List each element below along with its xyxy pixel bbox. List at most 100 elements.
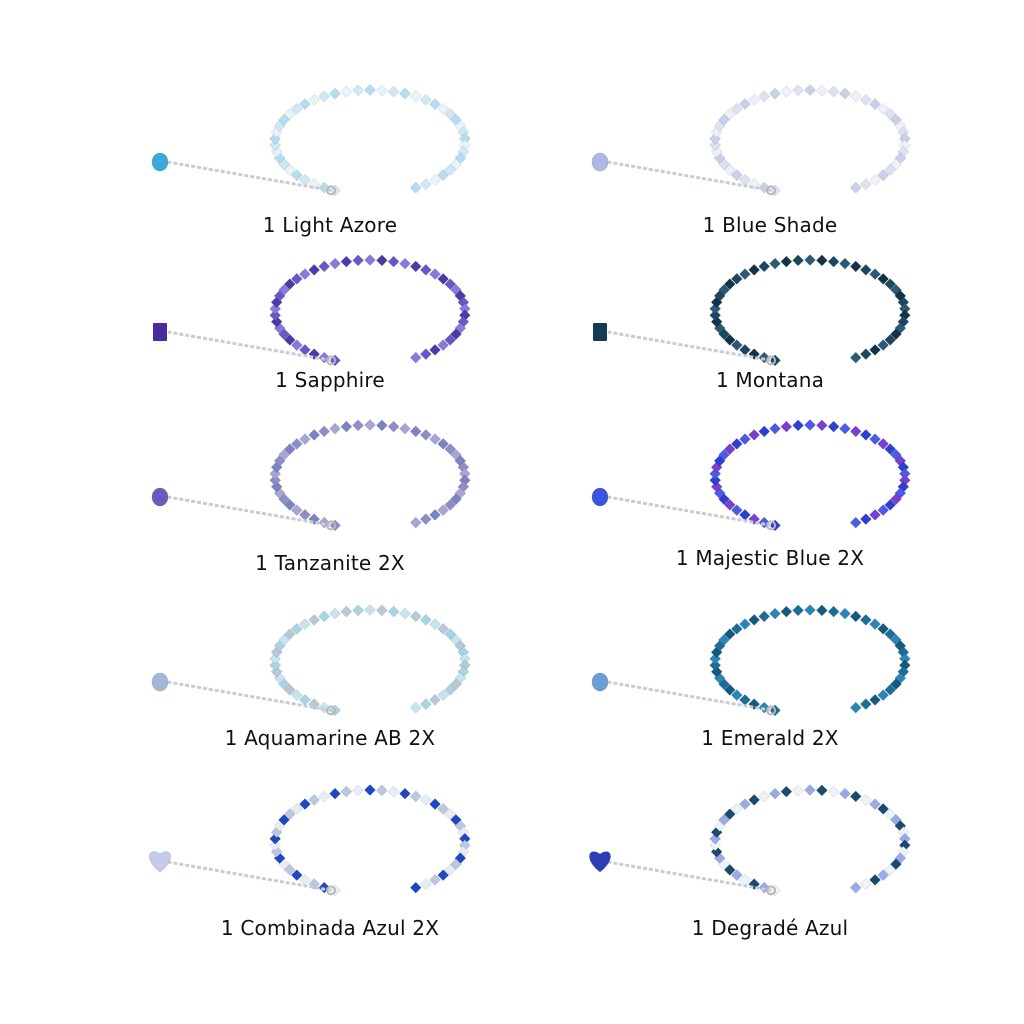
bracelet-image — [151, 84, 471, 197]
bead — [269, 139, 282, 152]
bead — [429, 433, 441, 446]
bead — [318, 90, 331, 103]
bead — [890, 158, 902, 171]
bead — [884, 163, 897, 176]
bracelet-image — [591, 604, 911, 717]
bead — [329, 87, 341, 100]
bead — [758, 610, 771, 623]
bead — [877, 437, 890, 450]
bead — [890, 493, 902, 506]
bead — [877, 272, 890, 285]
bead — [758, 425, 771, 438]
chain — [167, 680, 332, 712]
bead — [780, 605, 793, 618]
bead — [718, 813, 730, 826]
bead — [884, 278, 897, 291]
bead — [318, 425, 331, 438]
bead — [409, 701, 422, 714]
bead — [890, 328, 902, 341]
clasp-icon — [766, 885, 777, 896]
bead — [730, 689, 743, 702]
bead — [780, 85, 793, 98]
chain — [607, 860, 772, 892]
bead — [839, 87, 851, 100]
bead — [827, 420, 840, 433]
bead — [269, 839, 282, 852]
bead — [739, 433, 751, 446]
bead — [308, 264, 321, 276]
bead — [723, 163, 736, 176]
chain — [607, 330, 772, 362]
bead — [269, 659, 282, 672]
bead — [859, 513, 872, 525]
bead — [730, 272, 743, 285]
bead — [815, 254, 828, 267]
product-card: 1 Tanzanite 2X — [120, 415, 540, 585]
bead — [723, 808, 736, 821]
bead — [849, 516, 862, 529]
bead — [748, 94, 761, 106]
bead — [419, 698, 432, 710]
bead-loop — [709, 604, 911, 717]
bead — [375, 604, 388, 617]
bead — [839, 607, 851, 620]
bead — [444, 498, 457, 511]
bead — [399, 422, 411, 435]
bead — [730, 622, 743, 635]
bead — [419, 513, 432, 525]
bead — [429, 98, 441, 111]
clasp-icon — [326, 185, 337, 196]
bead — [792, 784, 805, 797]
bead — [429, 343, 441, 356]
bead — [329, 422, 341, 435]
bead — [318, 790, 331, 803]
chain — [167, 495, 332, 527]
product-label: 1 Montana — [715, 368, 825, 392]
bead — [283, 443, 296, 456]
bead — [429, 873, 441, 886]
bracelet-image — [151, 419, 471, 532]
bead-loop — [709, 784, 911, 897]
bead — [849, 90, 862, 103]
product-card: 1 Montana — [560, 250, 980, 420]
bead — [859, 614, 872, 626]
bead — [877, 689, 890, 702]
bead — [419, 264, 432, 276]
bead — [409, 351, 422, 364]
bead — [375, 784, 388, 797]
bead — [780, 785, 793, 798]
bead — [329, 607, 341, 620]
bead — [748, 614, 761, 626]
bead — [409, 790, 422, 803]
bead — [340, 420, 353, 433]
bead — [739, 268, 751, 281]
bracelet-image — [591, 419, 911, 532]
bead — [409, 881, 422, 894]
bead — [769, 257, 781, 270]
bead — [290, 339, 303, 352]
bead — [859, 264, 872, 276]
bead — [429, 173, 441, 186]
bead — [329, 257, 341, 270]
bead — [792, 604, 805, 617]
bead — [815, 604, 828, 617]
bead — [419, 178, 432, 190]
bead — [409, 181, 422, 194]
bead — [444, 163, 457, 176]
chain — [607, 160, 772, 192]
bead — [299, 433, 311, 446]
bead — [409, 610, 422, 623]
bead — [444, 628, 457, 641]
bead — [723, 863, 736, 876]
bead — [444, 108, 457, 121]
bead — [450, 493, 462, 506]
bead — [283, 683, 296, 696]
product-label: 1 Sapphire — [275, 368, 385, 392]
bead — [815, 784, 828, 797]
bead — [429, 268, 441, 281]
chain — [167, 860, 332, 892]
bead — [290, 102, 303, 115]
bracelet-image — [589, 784, 911, 897]
product-card: 1 Combinada Azul 2X — [120, 780, 540, 950]
pendant-heart-icon — [149, 851, 171, 873]
